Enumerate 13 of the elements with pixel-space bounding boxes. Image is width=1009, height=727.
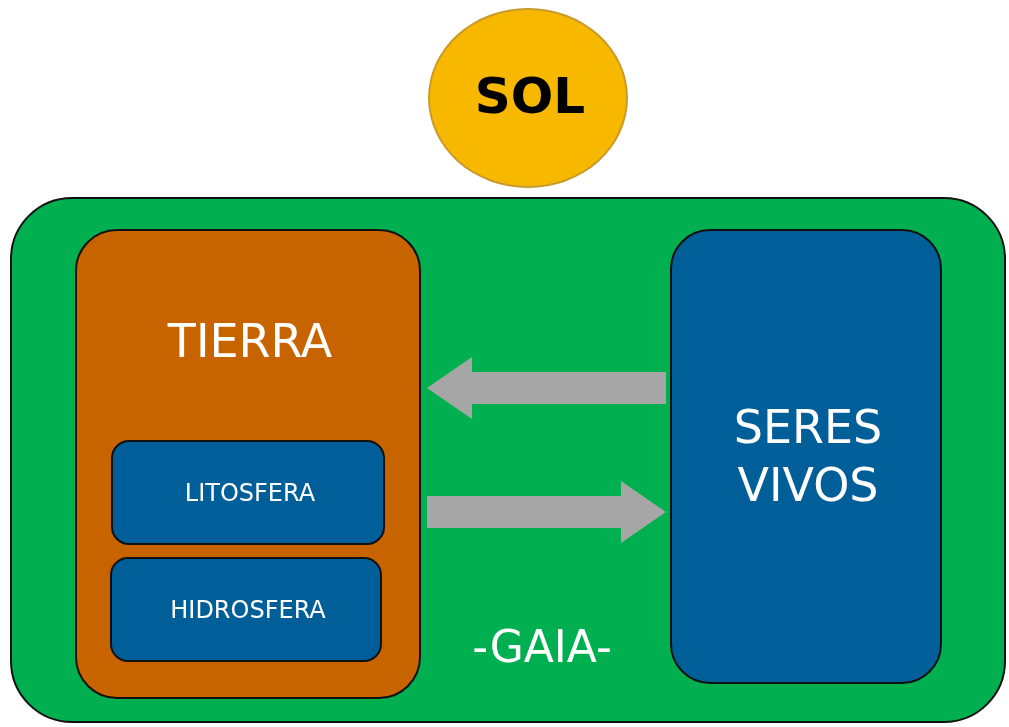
node-label: TIERRA bbox=[166, 313, 334, 370]
earth-box bbox=[75, 229, 421, 699]
node-label: HIDROSFERA bbox=[169, 595, 327, 625]
block-arrow bbox=[427, 357, 666, 419]
subsystem-box bbox=[110, 557, 382, 662]
system-panel bbox=[10, 197, 1006, 723]
living-beings-box bbox=[670, 229, 942, 684]
block-arrow bbox=[427, 481, 666, 543]
node-label: -GAIA- bbox=[471, 620, 613, 674]
node-label: LITOSFERA bbox=[183, 478, 317, 508]
node-label: SOL bbox=[473, 66, 587, 127]
node-label: SERES VIVOS bbox=[732, 399, 884, 514]
subsystem-box bbox=[111, 440, 385, 545]
